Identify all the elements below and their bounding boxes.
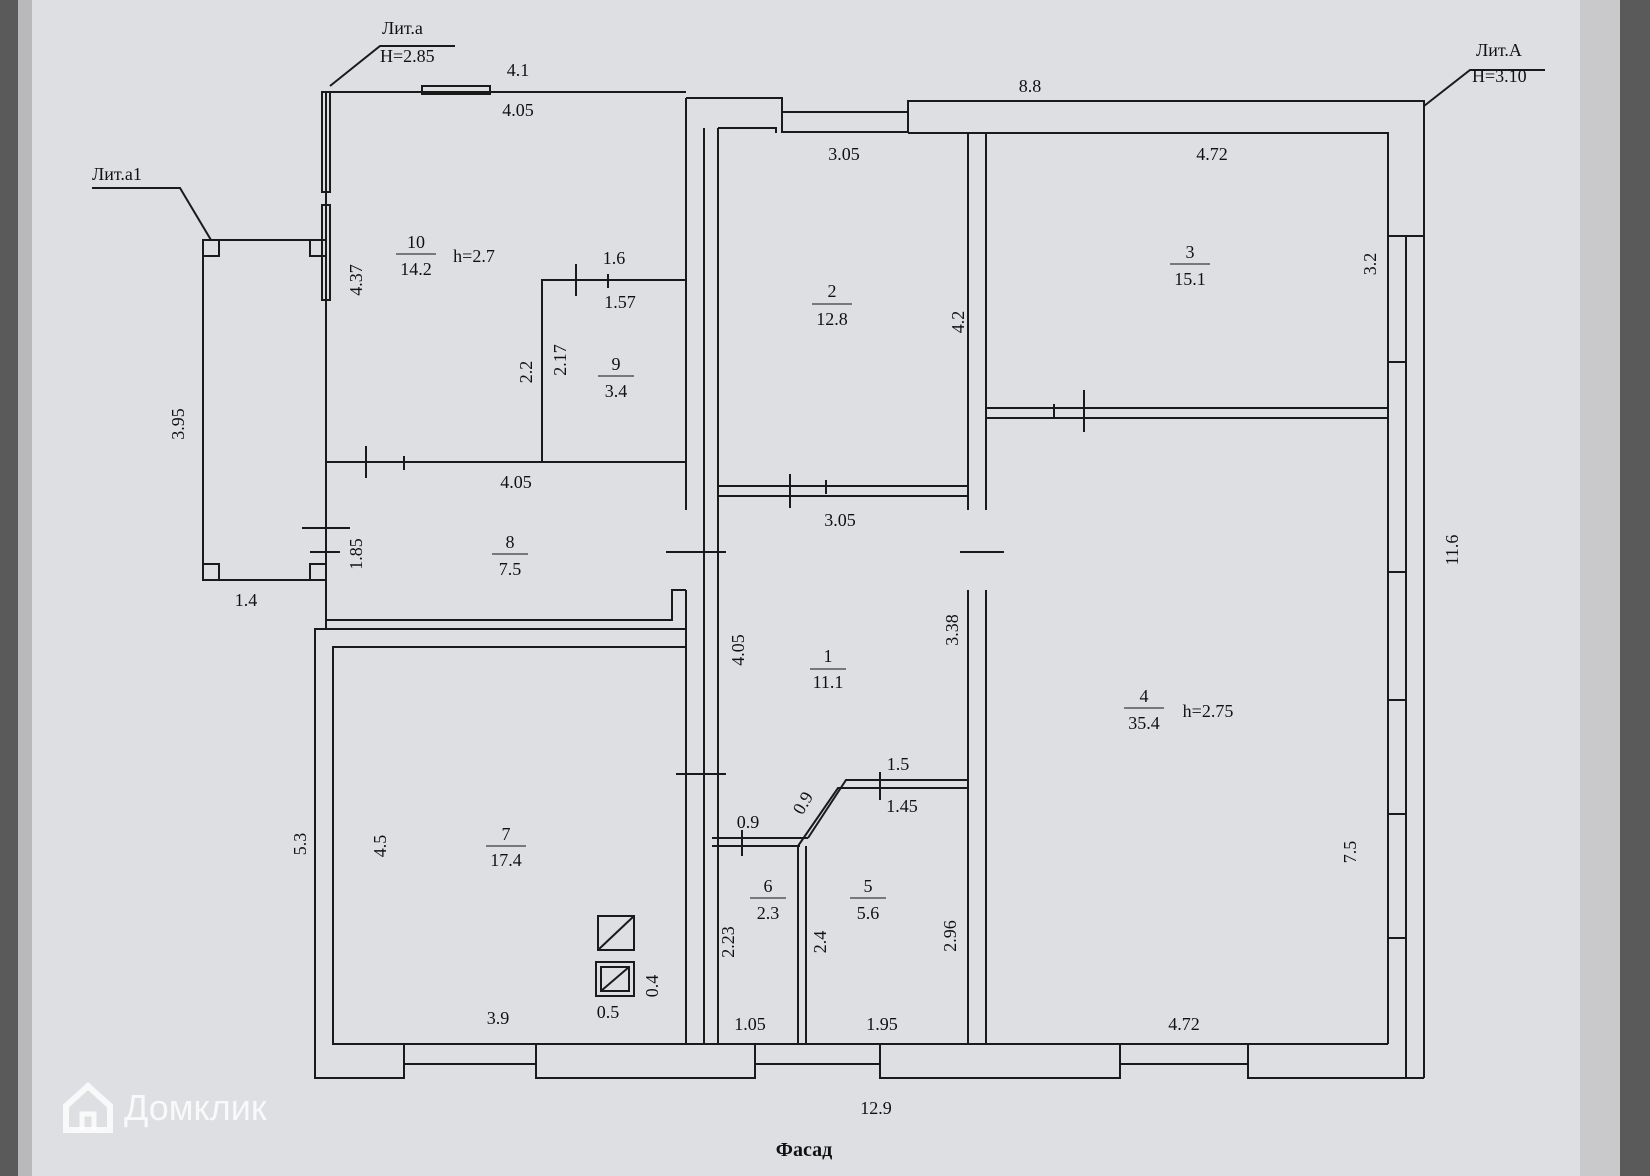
dim-label: 4.05 (728, 634, 748, 666)
room-6-number: 6 (764, 876, 773, 896)
room-8-area: 7.5 (499, 559, 522, 579)
dim-label: 1.5 (887, 754, 910, 774)
walls (92, 45, 1545, 1079)
room-4-height: h=2.75 (1183, 701, 1234, 721)
dim-label: 4.5 (370, 835, 390, 858)
dim-label: 4.05 (500, 472, 532, 492)
dim-label: 2.23 (718, 926, 738, 958)
room-8-number: 8 (506, 532, 515, 552)
room-1-number: 1 (824, 646, 833, 666)
room-10-height: h=2.7 (453, 246, 495, 266)
room-8-label: 8 7.5 (492, 532, 528, 579)
room-4-label: 4 35.4 h=2.75 (1124, 686, 1233, 733)
watermark: Домклик (60, 1080, 267, 1136)
dim-label: 4.2 (948, 311, 968, 334)
house-logo-icon (63, 1081, 113, 1133)
facade-label: Фасад (776, 1139, 832, 1161)
liter-a-name: Лит.а (382, 18, 423, 38)
room-2-number: 2 (828, 281, 837, 301)
room-4-number: 4 (1140, 686, 1149, 706)
dim-label: 2.96 (940, 920, 960, 952)
dim-label: 1.4 (235, 590, 258, 610)
dim-label: 3.2 (1360, 253, 1380, 276)
liter-a-height: H=2.85 (380, 46, 435, 66)
room-10-number: 10 (407, 232, 425, 252)
liter-A-name: Лит.А (1476, 40, 1522, 60)
dim-label: 5.3 (290, 833, 310, 856)
dim-label: 0.5 (597, 1002, 620, 1022)
room-1-label: 1 11.1 (810, 646, 846, 692)
liter-A-height: H=3.10 (1472, 66, 1527, 86)
room-3-number: 3 (1186, 242, 1195, 262)
dim-label: 3.95 (168, 408, 188, 440)
room-4-area: 35.4 (1128, 713, 1160, 733)
room-10-label: 10 14.2 h=2.7 (396, 232, 495, 279)
dim-label: 4.72 (1168, 1014, 1200, 1034)
dim-label: 8.8 (1019, 76, 1042, 96)
room-2-label: 2 12.8 (812, 281, 852, 329)
room-9-number: 9 (612, 354, 621, 374)
room-10-area: 14.2 (400, 259, 432, 279)
dim-label: 2.17 (550, 344, 570, 376)
dim-label: 4.72 (1196, 144, 1228, 164)
dim-label: 0.4 (642, 975, 662, 998)
room-1-area: 11.1 (813, 672, 844, 692)
dim-label: 3.9 (487, 1008, 510, 1028)
dim-label: 1.6 (603, 248, 626, 268)
room-3-label: 3 15.1 (1170, 242, 1210, 289)
room-9-label: 9 3.4 (598, 354, 634, 401)
dim-label: 2.4 (810, 931, 830, 954)
room-6-label: 6 2.3 (750, 876, 786, 923)
room-5-area: 5.6 (857, 903, 880, 923)
paper-sheet (18, 0, 1618, 1176)
liter-a1-name: Лит.а1 (92, 164, 142, 184)
room-3-area: 15.1 (1174, 269, 1206, 289)
dim-label: 11.6 (1442, 535, 1462, 566)
room-labels: 1 11.1 2 12.8 3 15.1 4 35.4 h=2.75 5 5.6… (396, 232, 1233, 923)
room-2-area: 12.8 (816, 309, 848, 329)
room-7-area: 17.4 (490, 850, 522, 870)
room-7-number: 7 (502, 824, 511, 844)
dim-label: 1.95 (866, 1014, 898, 1034)
dim-label: 3.05 (824, 510, 856, 530)
dim-label: 1.45 (886, 796, 918, 816)
dim-label: 4.1 (507, 60, 530, 80)
dim-label: 4.37 (346, 264, 366, 296)
room-6-area: 2.3 (757, 903, 780, 923)
room-5-number: 5 (864, 876, 873, 896)
watermark-text: Домклик (124, 1087, 267, 1128)
dim-label: 1.05 (734, 1014, 766, 1034)
dim-label: 2.2 (516, 361, 536, 384)
paper-edge-right (1580, 0, 1620, 1176)
dim-label: 1.85 (346, 538, 366, 570)
dim-label: 7.5 (1340, 841, 1360, 864)
room-9-area: 3.4 (605, 381, 628, 401)
dim-label: 0.9 (737, 812, 760, 832)
liter-labels: Лит.а H=2.85 Лит.А H=3.10 Лит.а1 (92, 18, 1527, 184)
room-5-label: 5 5.6 (850, 876, 886, 923)
dim-label: 4.05 (502, 100, 534, 120)
paper-edge-left (18, 0, 32, 1176)
dim-label: 3.38 (942, 614, 962, 646)
dim-label: 3.05 (828, 144, 860, 164)
dimension-labels: 4.1 4.05 8.8 3.05 4.72 4.37 1.6 1.57 2.2… (168, 60, 1462, 1118)
room-7-label: 7 17.4 (486, 824, 526, 870)
dim-label: 1.57 (604, 292, 636, 312)
dim-label: 12.9 (860, 1098, 892, 1118)
